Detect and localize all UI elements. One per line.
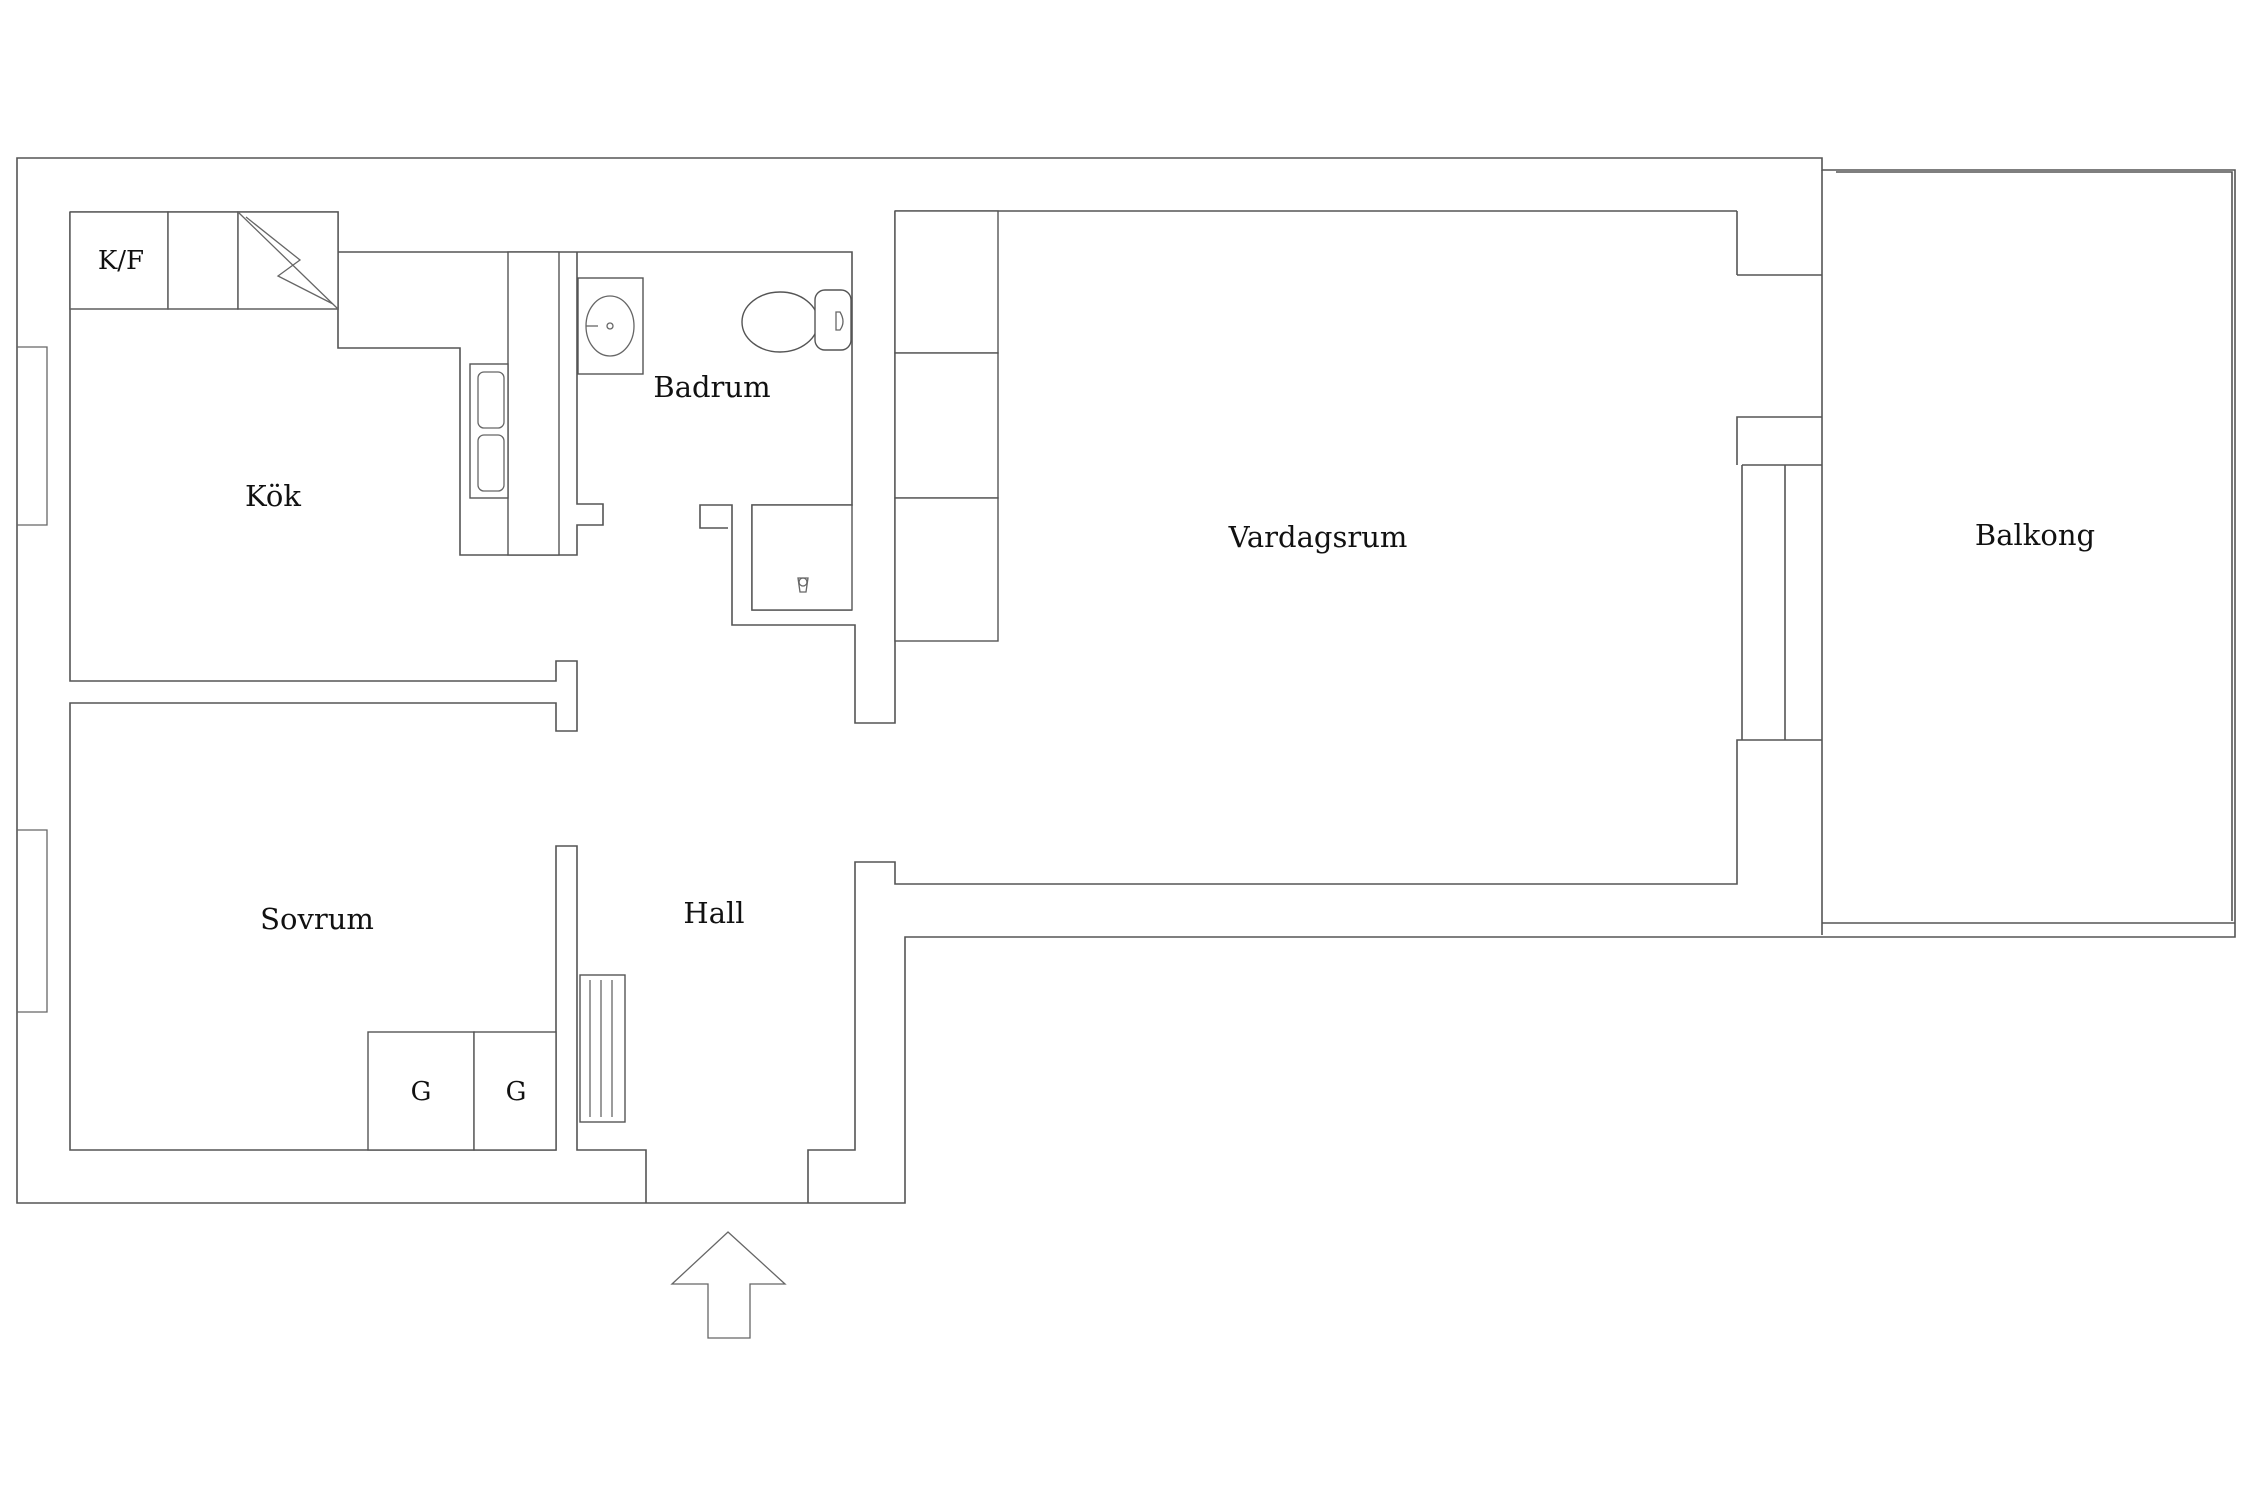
room-label-hall: Hall	[683, 896, 744, 930]
room-label-kok: Kök	[245, 479, 301, 513]
windows	[17, 346, 48, 1013]
sink-icon	[469, 363, 509, 499]
room-label-balkong: Balkong	[1975, 518, 2095, 552]
wardrobe-label-1: G	[411, 1077, 432, 1107]
room-label-badrum: Badrum	[653, 370, 770, 404]
stove-icon	[237, 211, 339, 310]
fridge-freezer-label: K/F	[98, 246, 144, 276]
wardrobes	[367, 1031, 557, 1151]
wardrobe-label-2: G	[506, 1077, 527, 1107]
room-label-sovrum: Sovrum	[260, 902, 374, 936]
room-label-vardagsrum: Vardagsrum	[1228, 520, 1408, 554]
entrance-arrow-icon	[670, 1231, 787, 1339]
living-room-storage	[894, 210, 999, 642]
toilet-icon	[741, 289, 852, 353]
sink-icon	[577, 277, 644, 375]
kitchen-counter	[69, 211, 239, 310]
kitchen-island	[507, 251, 560, 556]
radiator-icon	[579, 974, 626, 1123]
shower-icon	[751, 504, 853, 611]
outer-walls	[16, 157, 2236, 1204]
